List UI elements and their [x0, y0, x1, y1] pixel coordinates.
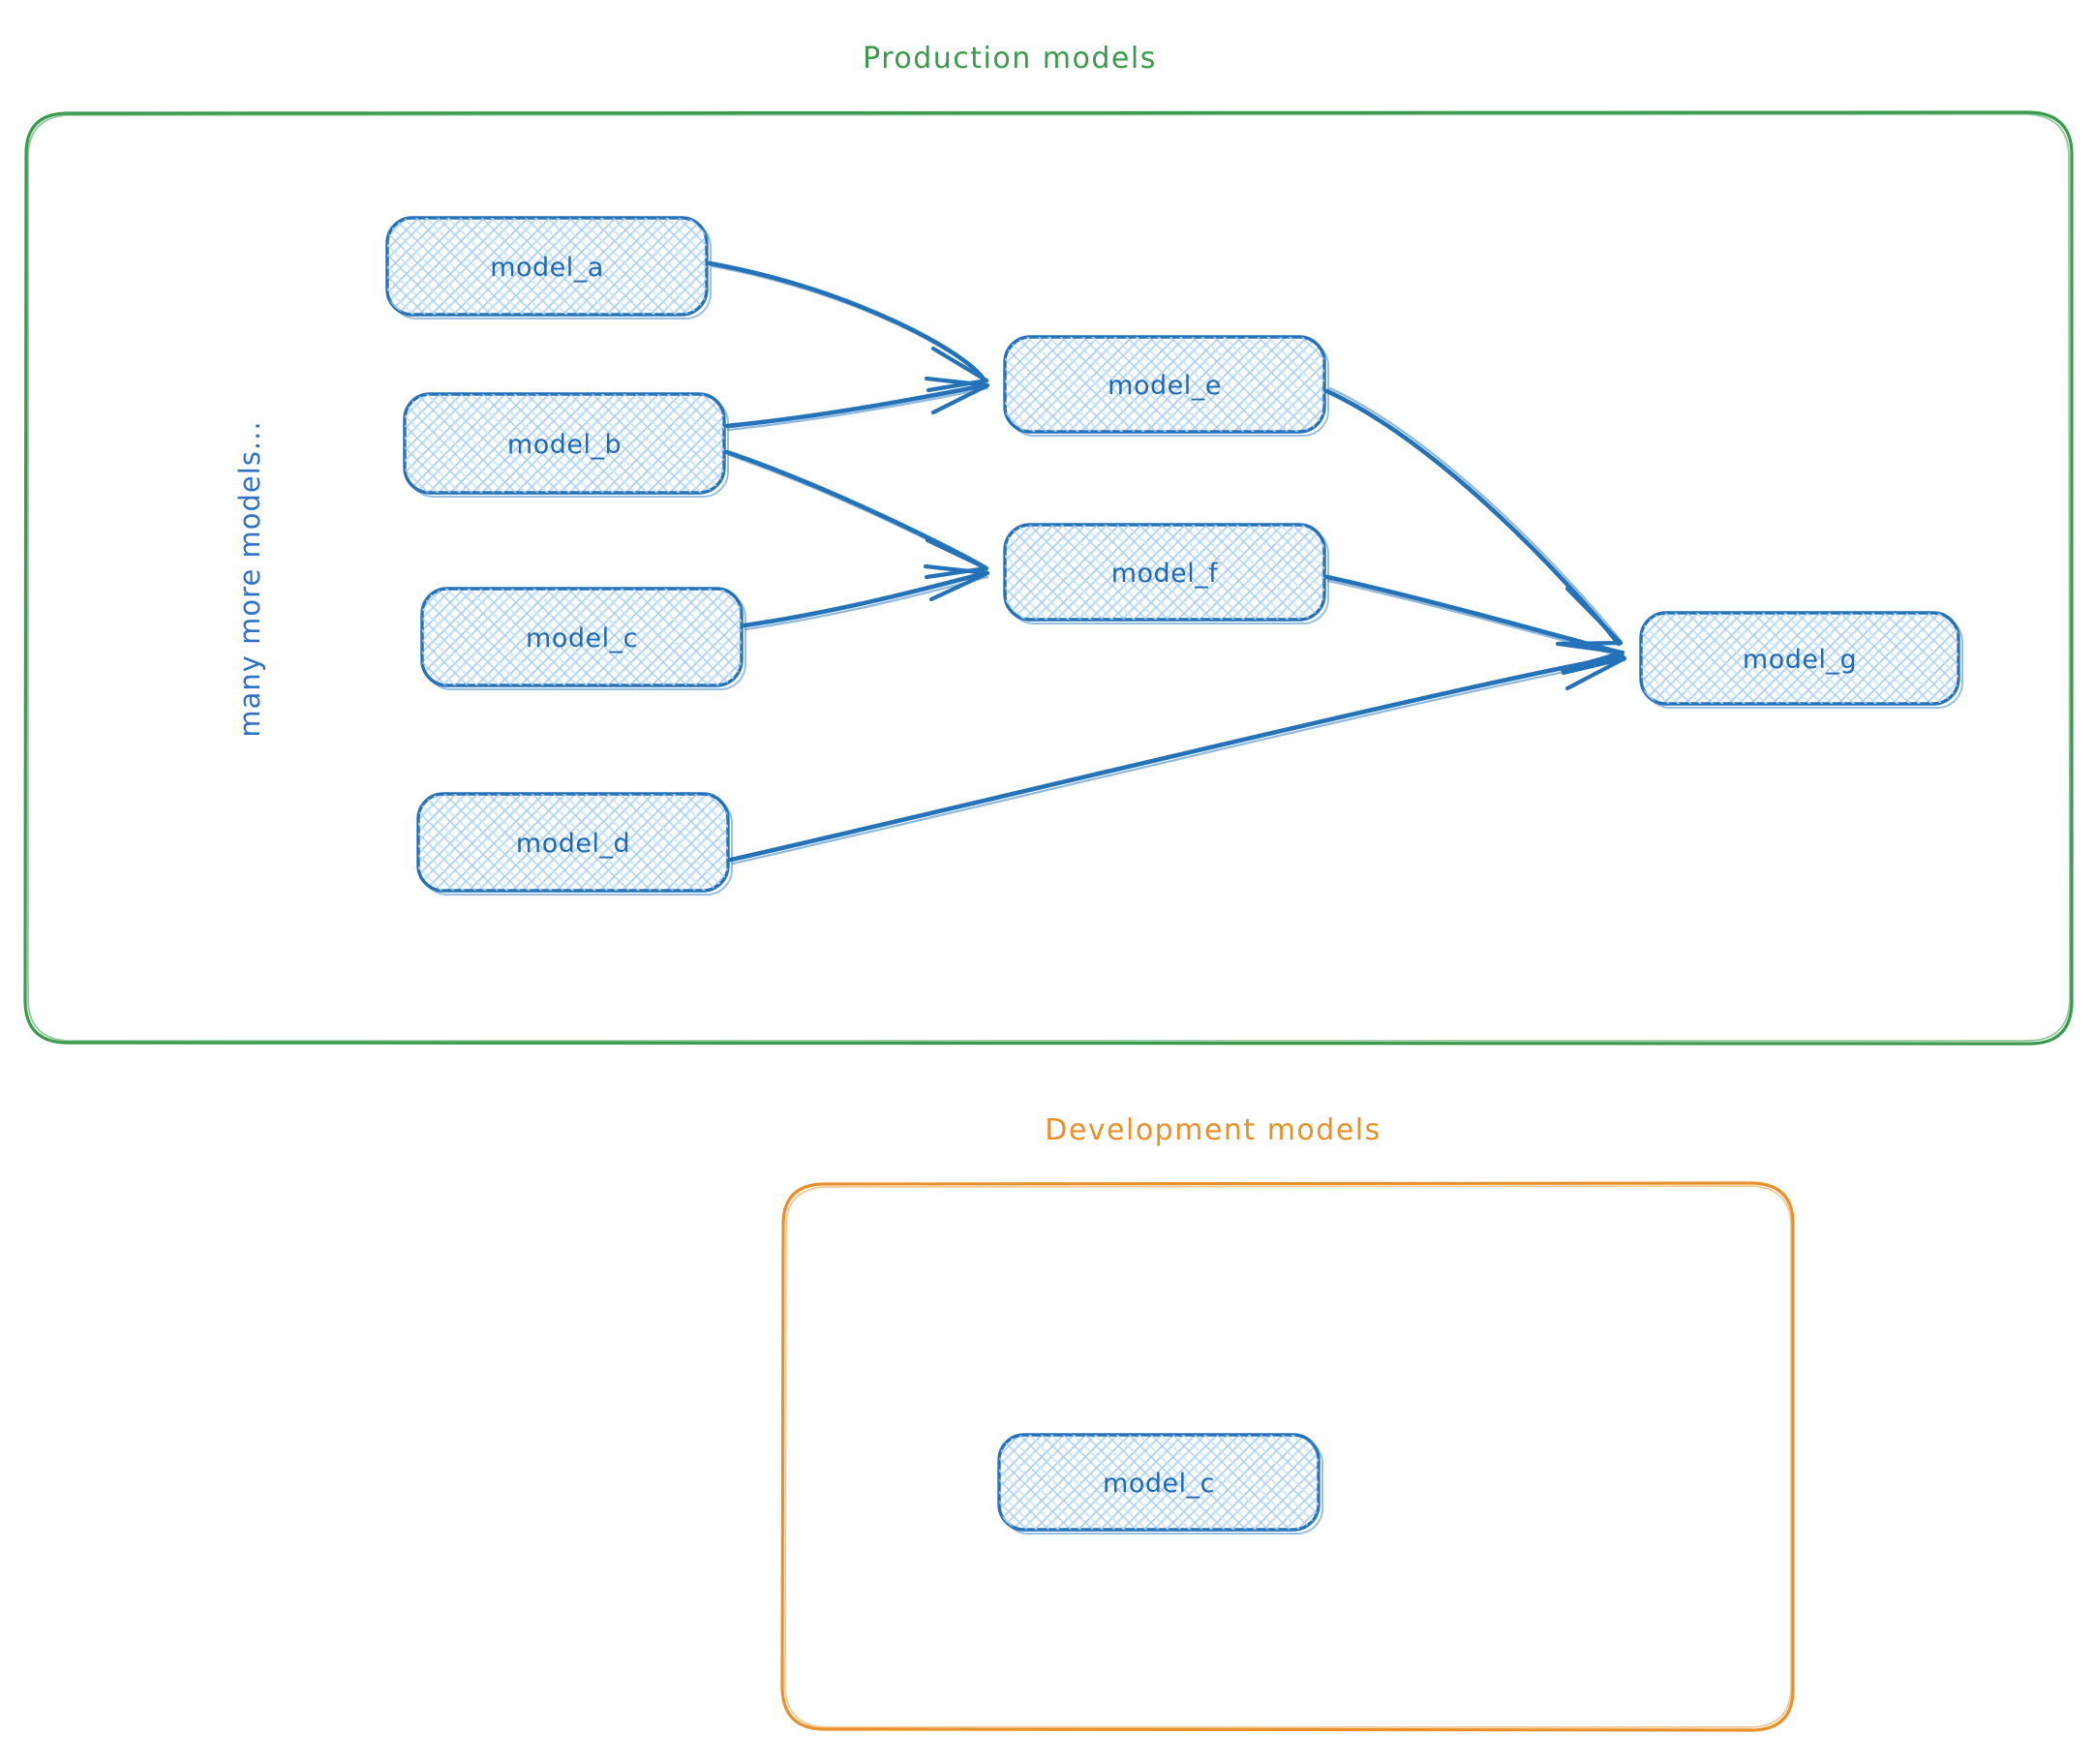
- development-group-label: Development models: [1045, 1113, 1381, 1147]
- edge-model-b-to-model-f: [724, 449, 989, 580]
- production-border: [23, 110, 2074, 1046]
- node-model-f-label: model_f: [1111, 559, 1220, 589]
- node-model-d-label: model_d: [516, 829, 630, 859]
- production-group-label: Production models: [863, 42, 1157, 76]
- node-model-a-hatch-overlay: [387, 218, 707, 315]
- node-model-c-label: model_c: [526, 623, 638, 654]
- edge-model-c-to-model-f: [742, 563, 990, 631]
- node-model-b[interactable]: model_b: [403, 392, 729, 498]
- node-model-c[interactable]: model_c: [420, 587, 746, 690]
- edges-layer: [707, 260, 1627, 866]
- node-model-e[interactable]: model_e: [1003, 335, 1329, 437]
- node-model-c-dev-hatch-overlay: [999, 1435, 1319, 1530]
- group-container-development: [780, 1181, 1795, 1732]
- edge-model-a-to-model-e: [707, 260, 989, 393]
- node-model-e-hatch-overlay: [1005, 337, 1324, 432]
- node-model-b-label: model_b: [507, 430, 622, 460]
- node-model-d[interactable]: model_d: [416, 792, 733, 896]
- group-container-production: [23, 110, 2074, 1046]
- node-model-g-hatch-overlay: [1641, 613, 1958, 704]
- development-border-sketch: [784, 1185, 1792, 1728]
- node-model-a-label: model_a: [490, 253, 604, 283]
- node-model-g-label: model_g: [1743, 645, 1857, 675]
- production-border-sketch: [27, 113, 2071, 1042]
- edge-model-d-to-model-g: [728, 654, 1627, 866]
- node-model-b-hatch-overlay: [405, 394, 724, 493]
- edge-model-b-to-model-e: [724, 376, 990, 432]
- node-model-d-hatch-overlay: [418, 794, 728, 891]
- development-border: [780, 1181, 1795, 1732]
- node-model-f-hatch-overlay: [1005, 525, 1324, 620]
- side-note-many-more-models: many more models...: [233, 420, 266, 737]
- edge-model-f-to-model-g: [1324, 574, 1625, 673]
- node-model-f[interactable]: model_f: [1003, 523, 1329, 624]
- node-model-a[interactable]: model_a: [385, 216, 712, 319]
- node-model-c-dev-label: model_c: [1103, 1469, 1215, 1499]
- node-model-g[interactable]: model_g: [1639, 611, 1963, 709]
- edge-model-e-to-model-g: [1324, 386, 1624, 647]
- node-model-c-dev[interactable]: model_c: [997, 1433, 1323, 1535]
- node-model-e-label: model_e: [1108, 371, 1222, 401]
- node-model-c-hatch-overlay: [422, 589, 742, 685]
